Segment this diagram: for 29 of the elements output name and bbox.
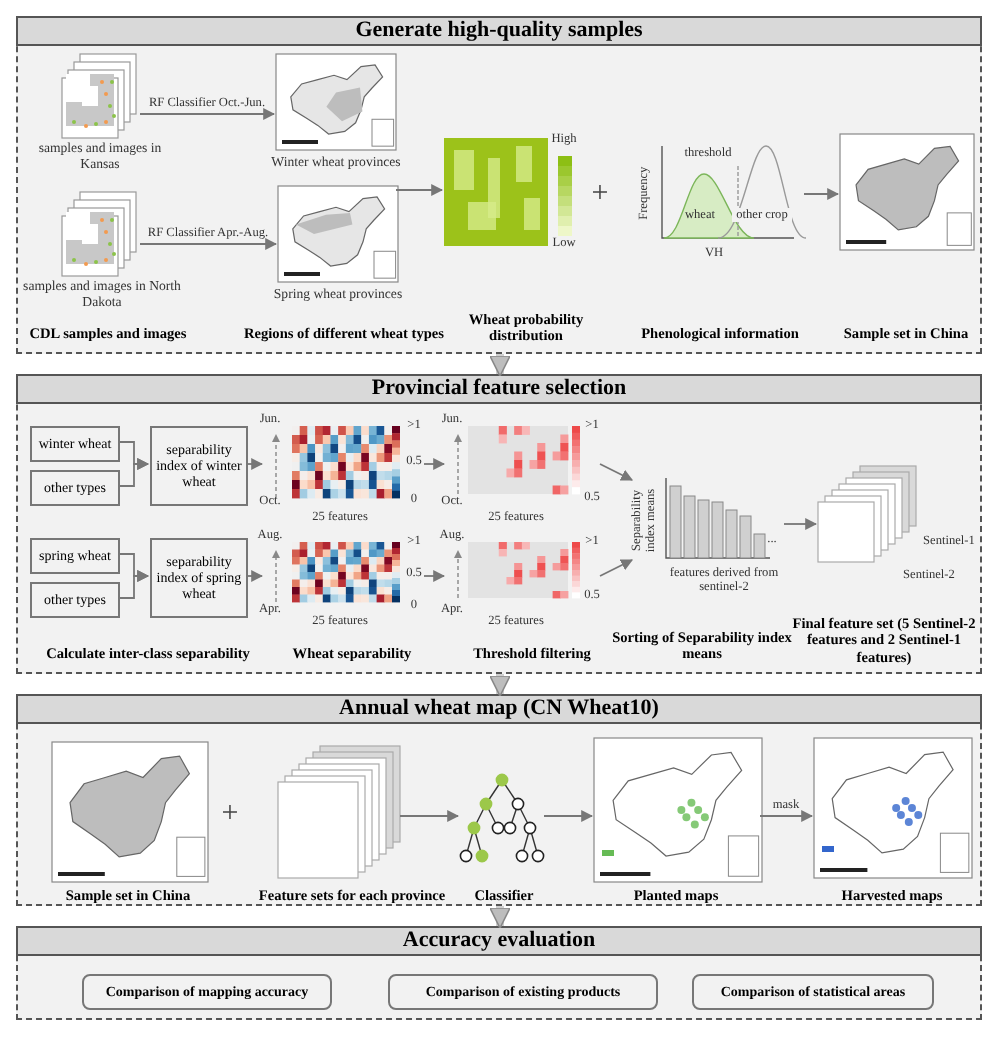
block-arrow xyxy=(489,906,511,929)
arrow xyxy=(423,458,446,470)
plus-sign: + xyxy=(589,180,611,208)
arrow xyxy=(803,188,840,200)
arrow xyxy=(139,108,276,120)
arrow xyxy=(783,518,818,530)
arrow xyxy=(399,810,460,822)
section-title: Generate high-quality samples xyxy=(16,16,982,46)
arrow xyxy=(245,570,264,582)
section-title: Annual wheat map (CN Wheat10) xyxy=(16,694,982,724)
dashed-panel xyxy=(16,16,982,354)
block-arrow xyxy=(489,354,511,377)
arrow xyxy=(395,184,444,196)
arrow xyxy=(139,238,278,250)
arrow xyxy=(423,570,446,582)
section-title: Provincial feature selection xyxy=(16,374,982,404)
arrow xyxy=(117,570,150,599)
dashed-panel xyxy=(16,694,982,906)
section-title: Accuracy evaluation xyxy=(16,926,982,956)
dashed-panel xyxy=(16,926,982,1020)
arrow xyxy=(599,463,634,481)
arrow xyxy=(543,810,594,822)
plus-sign: + xyxy=(219,800,241,828)
arrow xyxy=(599,559,634,577)
arrow xyxy=(245,458,264,470)
dashed-panel xyxy=(16,374,982,674)
arrow xyxy=(759,810,814,822)
block-arrow xyxy=(489,674,511,697)
arrow xyxy=(117,458,150,487)
